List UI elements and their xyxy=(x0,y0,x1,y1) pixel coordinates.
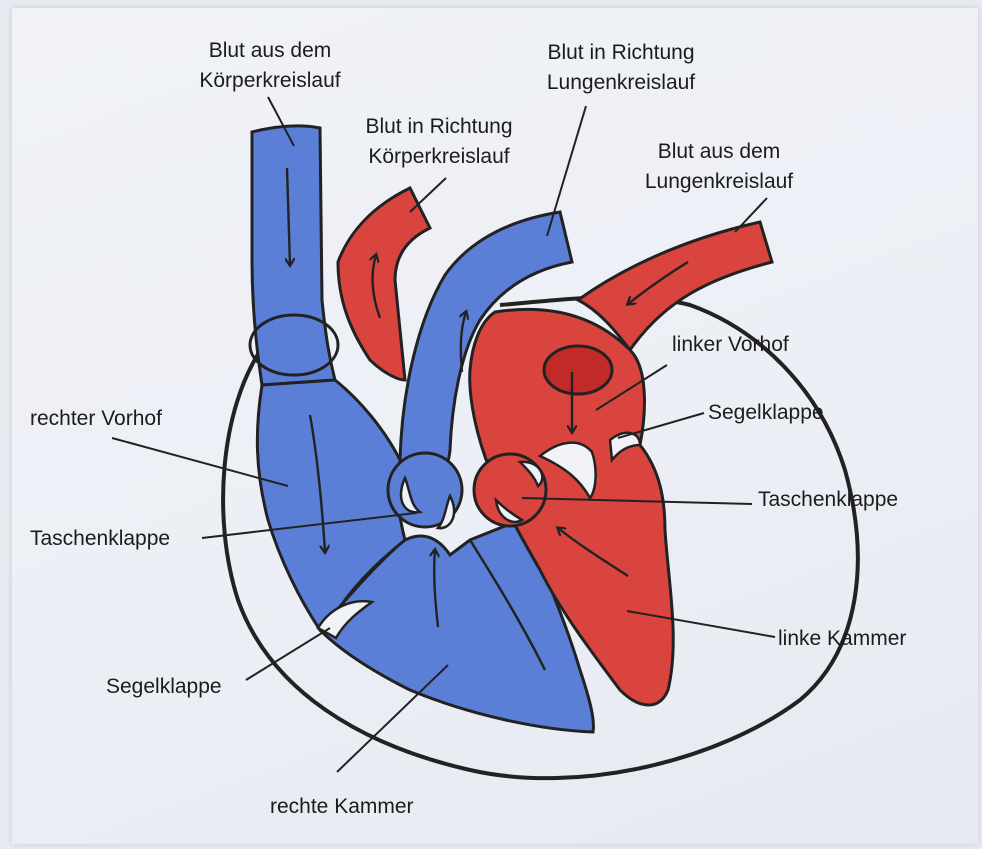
label-blood-to-lungs-line1: Blut in Richtung xyxy=(526,38,716,68)
label-blood-from-lungs-line1: Blut aus dem xyxy=(624,137,814,167)
label-right-atrium: rechter Vorhof xyxy=(30,404,162,434)
label-mitral-valve: Segelklappe xyxy=(708,398,824,428)
vena-cava xyxy=(252,126,335,385)
label-blood-from-lungs: Blut aus dem Lungenkreislauf xyxy=(624,137,814,197)
label-blood-from-body: Blut aus dem Körperkreislauf xyxy=(180,36,360,96)
label-left-atrium: linker Vorhof xyxy=(672,330,789,360)
label-blood-to-body-line1: Blut in Richtung xyxy=(344,112,534,142)
label-right-ventricle: rechte Kammer xyxy=(270,792,414,822)
label-pulmonary-valve: Taschenklappe xyxy=(30,524,170,554)
label-left-ventricle: linke Kammer xyxy=(778,624,906,654)
label-blood-from-lungs-line2: Lungenkreislauf xyxy=(624,167,814,197)
label-blood-to-body-line2: Körperkreislauf xyxy=(344,142,534,172)
label-aortic-valve: Taschenklappe xyxy=(758,485,898,515)
pulmonary-valve-shape xyxy=(388,453,462,528)
label-blood-from-body-line1: Blut aus dem xyxy=(180,36,360,66)
label-blood-to-lungs-line2: Lungenkreislauf xyxy=(526,68,716,98)
pulmonary-vein-opening xyxy=(544,346,612,394)
label-blood-to-body: Blut in Richtung Körperkreislauf xyxy=(344,112,534,172)
label-blood-to-lungs: Blut in Richtung Lungenkreislauf xyxy=(526,38,716,98)
label-blood-from-body-line2: Körperkreislauf xyxy=(180,66,360,96)
aortic-valve-shape xyxy=(474,454,546,526)
label-tricuspid-valve: Segelklappe xyxy=(106,672,222,702)
